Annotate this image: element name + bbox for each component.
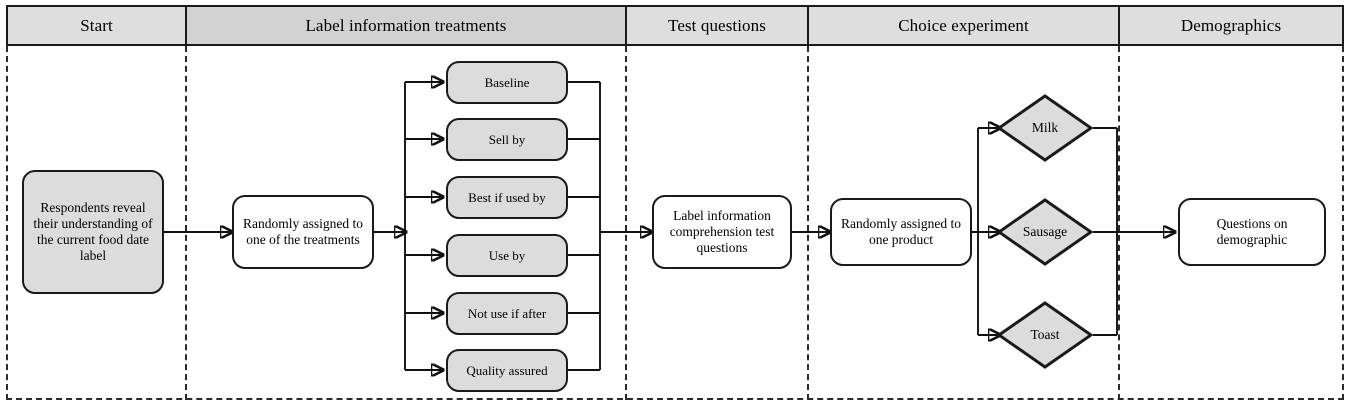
node-start[interactable]: Respondents reveal their understanding o…: [22, 170, 164, 294]
lane-divider-1: [185, 46, 187, 400]
stage-header-demographics: Demographics: [1120, 7, 1342, 44]
treatment-box-sell-by[interactable]: Sell by: [446, 118, 568, 161]
node-randomly-assigned-product[interactable]: Randomly assigned to one product: [830, 198, 972, 266]
lane-frame: [6, 46, 1344, 400]
lane-divider-3: [807, 46, 809, 400]
stage-header-choice-experiment: Choice experiment: [809, 7, 1120, 44]
treatment-box-best-if-used-by[interactable]: Best if used by: [446, 176, 568, 219]
stage-header-test-questions: Test questions: [627, 7, 809, 44]
treatment-box-use-by[interactable]: Use by: [446, 234, 568, 277]
treatment-box-quality-assured[interactable]: Quality assured: [446, 349, 568, 392]
lane-divider-4: [1118, 46, 1120, 400]
stage-header-row: Start Label information treatments Test …: [6, 5, 1344, 46]
stage-header-start: Start: [8, 7, 187, 44]
treatment-box-not-use-if-after[interactable]: Not use if after: [446, 292, 568, 335]
product-diamond-milk[interactable]: Milk: [997, 94, 1093, 162]
treatment-box-baseline[interactable]: Baseline: [446, 61, 568, 104]
product-diamond-toast[interactable]: Toast: [997, 301, 1093, 369]
product-diamond-sausage[interactable]: Sausage: [997, 198, 1093, 266]
node-randomly-assigned-treatment[interactable]: Randomly assigned to one of the treatmen…: [232, 195, 374, 269]
lane-divider-2: [625, 46, 627, 400]
stage-header-label-information-treatments: Label information treatments: [187, 7, 627, 44]
node-comprehension-test-questions[interactable]: Label information comprehension test que…: [652, 195, 792, 269]
node-demographic-questions[interactable]: Questions on demographic: [1178, 198, 1326, 266]
